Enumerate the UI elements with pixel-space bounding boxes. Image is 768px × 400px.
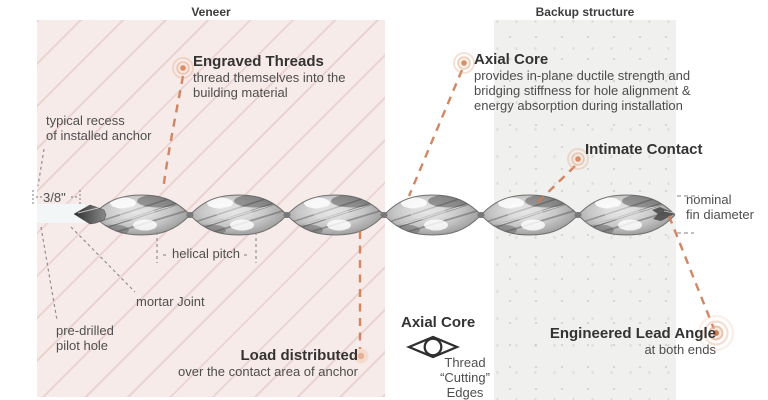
fin-diameter-label: nominal fin diameter <box>686 192 754 222</box>
recess-width-label: 3/8" <box>43 190 66 205</box>
lead-angle-title: Engineered Lead Angle <box>549 325 716 342</box>
helical-pitch-label: helical pitch <box>172 246 240 261</box>
axial-core-title: Axial Core <box>474 51 549 68</box>
load-distributed-body: over the contact area of anchor <box>178 364 358 379</box>
axial-core-connector <box>407 69 464 197</box>
axial-core-section-body: Thread “Cutting” Edges <box>440 355 490 400</box>
lead-angle-body: at both ends <box>644 342 716 357</box>
callout-axial-core: Axial Core provides in-plane ductile str… <box>474 51 724 113</box>
typical-recess-label: typical recess of installed anchor <box>46 113 152 143</box>
callout-axial-core-section: Axial Core <box>401 314 491 331</box>
pilot-hole-label: pre-drilled pilot hole <box>56 323 114 353</box>
callout-load-distributed: Load distributed over the contact area o… <box>158 347 358 379</box>
axial-core-section-title: Axial Core <box>401 314 476 331</box>
anchor-fin <box>384 193 481 237</box>
axial-core-cross-section-icon <box>406 335 460 359</box>
target-ring-icon <box>453 52 475 74</box>
intimate-contact-title: Intimate Contact <box>585 141 703 158</box>
callout-engraved-threads: Engraved Threads thread themselves into … <box>193 53 393 100</box>
veneer-header: Veneer <box>191 5 231 19</box>
callout-intimate-contact: Intimate Contact <box>585 141 745 158</box>
engraved-threads-body: thread themselves into the building mate… <box>193 70 346 100</box>
mortar-joint-label: mortar Joint <box>136 294 205 309</box>
axial-core-body: provides in-plane ductile strength and b… <box>474 68 691 113</box>
load-distributed-title: Load distributed <box>240 347 359 364</box>
engraved-threads-title: Engraved Threads <box>193 53 324 70</box>
backup-structure-header: Backup structure <box>535 5 635 19</box>
callout-engineered-lead-angle: Engineered Lead Angle at both ends <box>520 325 716 357</box>
